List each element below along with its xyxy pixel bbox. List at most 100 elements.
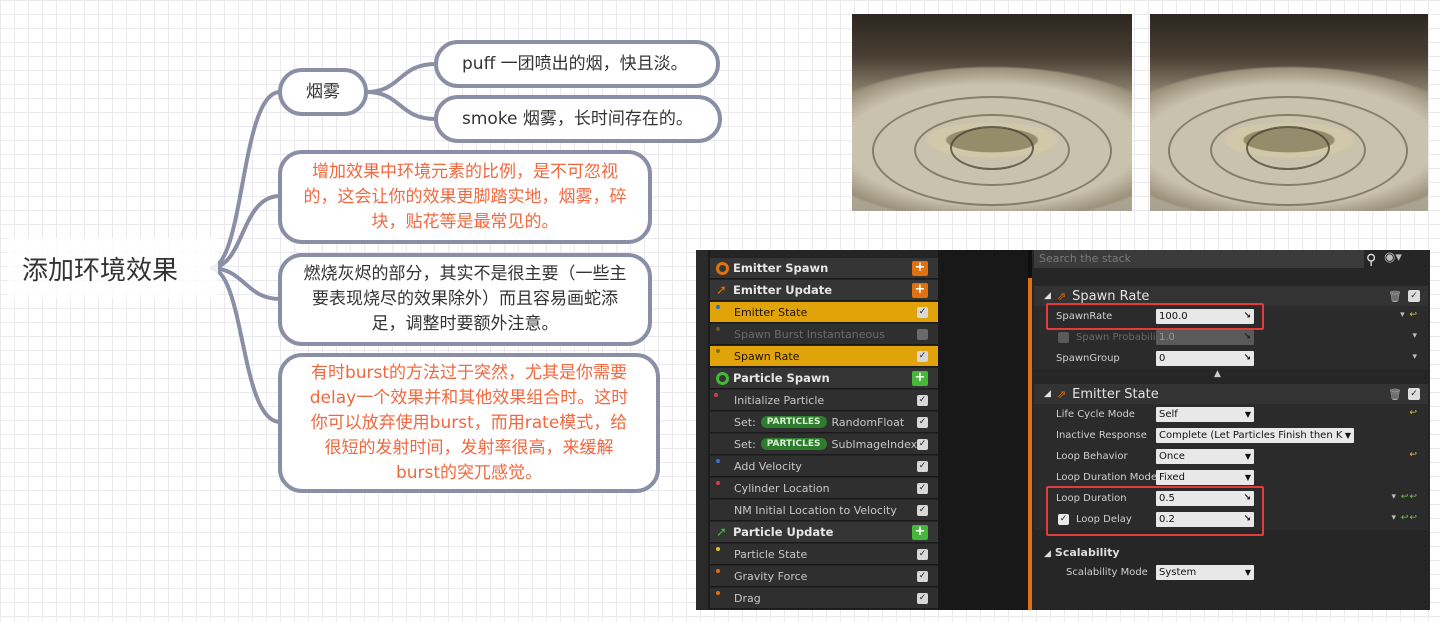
reset-controls-icon[interactable]: ▾ ↩ <box>1400 310 1418 320</box>
reset-controls-icon[interactable]: ▾ ↩↩ <box>1391 492 1418 502</box>
emitter-stack: Emitter Spawn + ➚ Emitter Update + Emitt… <box>710 250 938 610</box>
particle-spawn-icon <box>716 371 729 385</box>
note-embers[interactable]: 燃烧灰烬的部分，其实不是很主要（一些主要表现烧尽的效果除外）而且容易画蛇添足，调… <box>278 253 652 346</box>
loop-delay-checkbox[interactable]: ✓ <box>1058 514 1069 525</box>
spawn-group-input[interactable]: 0↘ <box>1156 351 1254 366</box>
reset-icon[interactable]: ↩ <box>1409 450 1418 460</box>
scalability-mode-select[interactable]: System▼ <box>1156 565 1254 580</box>
dropdown-icon[interactable]: ▾ <box>1412 331 1418 341</box>
topic-puff[interactable]: puff 一团喷出的烟，快且淡。 <box>434 40 720 88</box>
stack-item-spawn-burst[interactable]: Spawn Burst Instantaneous <box>710 324 938 345</box>
param-loop-duration: Loop Duration 0.5↘ ▾ ↩↩ <box>1034 488 1428 509</box>
enable-checkbox[interactable]: ✓ <box>917 549 928 560</box>
link-arrow-icon[interactable]: ↘ <box>1243 353 1251 363</box>
selection-accent-bar <box>1028 278 1032 610</box>
mindmap-root-topic[interactable]: 添加环境效果 <box>8 238 218 298</box>
enable-checkbox[interactable]: ✓ <box>917 461 928 472</box>
note-burst-vs-rate[interactable]: 有时burst的方法过于突然，尤其是你需要delay一个效果并和其他效果组合时。… <box>278 353 660 493</box>
module-color-icon <box>716 591 720 595</box>
section-scalability[interactable]: ◢Scalability <box>1044 546 1120 559</box>
enable-checkbox[interactable]: ✓ <box>917 483 928 494</box>
reset-controls-icon[interactable]: ▾ ↩↩ <box>1391 513 1418 523</box>
graph-pane <box>938 250 1028 610</box>
section-spawn-rate[interactable]: ◢ ⇗ Spawn Rate 🗑 ✓ <box>1034 286 1428 306</box>
highlight-loop-settings <box>1046 486 1264 536</box>
param-life-cycle-mode: Life Cycle Mode Self▼ ↩ <box>1034 404 1428 425</box>
stack-group-particle-update[interactable]: ➚ Particle Update + <box>710 522 938 543</box>
screenshot-ground-puff <box>852 14 1132 211</box>
parameter-name: RandomFloat <box>831 415 905 429</box>
life-cycle-mode-select[interactable]: Self▼ <box>1156 407 1254 422</box>
section-collapse-bar[interactable]: ▲ <box>1034 369 1428 381</box>
add-module-button[interactable]: + <box>912 371 928 386</box>
module-color-icon <box>716 327 720 331</box>
inactive-response-select[interactable]: Complete (Let Particles Finish then K▼ <box>1156 428 1354 443</box>
stack-item-particle-state[interactable]: Particle State ✓ <box>710 544 938 565</box>
stack-item-gravity-force[interactable]: Gravity Force ✓ <box>710 566 938 587</box>
stack-item-add-velocity[interactable]: Add Velocity ✓ <box>710 456 938 477</box>
enable-checkbox[interactable]: ✓ <box>917 439 928 450</box>
link-arrow-icon[interactable]: ↘ <box>1243 311 1251 321</box>
topic-smoke-persistent[interactable]: smoke 烟雾，长时间存在的。 <box>434 95 722 143</box>
add-module-button[interactable]: + <box>912 283 928 298</box>
spawn-probability-input[interactable]: 1.0↘ <box>1156 330 1254 345</box>
trash-icon[interactable]: 🗑 <box>1388 289 1402 303</box>
stack-item-nm-initial-location[interactable]: NM Initial Location to Velocity ✓ <box>710 500 938 521</box>
spawn-rate-input[interactable]: 100.0↘ <box>1156 309 1254 324</box>
add-module-button[interactable]: + <box>912 261 928 276</box>
loop-duration-input[interactable]: 0.5↘ <box>1156 491 1254 506</box>
stack-item-cylinder-location[interactable]: Cylinder Location ✓ <box>710 478 938 499</box>
section-emitter-state[interactable]: ◢ ⇗ Emitter State 🗑 ✓ <box>1034 384 1428 404</box>
enable-checkbox[interactable]: ✓ <box>1408 290 1420 302</box>
collapse-arrow-icon[interactable]: ◢ <box>1044 549 1051 559</box>
loop-behavior-select[interactable]: Once▼ <box>1156 449 1254 464</box>
selection-details-panel: Search the stack ⚲ ◉▾ ◢ ⇗ Spawn Rate 🗑 ✓… <box>1032 250 1430 610</box>
note-environment-ratio[interactable]: 增加效果中环境元素的比例，是不可忽视的，这会让你的效果更脚踏实地，烟雾，碎块，贴… <box>278 150 652 244</box>
mindmap-connectors <box>209 62 437 424</box>
stack-group-particle-spawn[interactable]: Particle Spawn + <box>710 368 938 389</box>
dropdown-icon[interactable]: ▾ <box>1412 352 1418 362</box>
enable-checkbox[interactable]: ✓ <box>917 571 928 582</box>
section-title: Spawn Rate <box>1072 288 1150 304</box>
enable-checkbox[interactable] <box>917 329 928 340</box>
topic-smoke[interactable]: 烟雾 <box>278 68 368 116</box>
link-arrow-icon[interactable]: ↘ <box>1243 332 1251 342</box>
loop-delay-input[interactable]: 0.2↘ <box>1156 512 1254 527</box>
stack-item-initialize-particle[interactable]: Initialize Particle ✓ <box>710 390 938 411</box>
link-arrow-icon[interactable]: ↘ <box>1243 493 1251 503</box>
link-arrow-icon[interactable]: ↘ <box>1243 514 1251 524</box>
search-icon[interactable]: ⚲ <box>1366 252 1377 268</box>
stack-item-set-subimageindex[interactable]: Set: PARTICLES SubImageIndex ✓ <box>710 434 938 455</box>
stack-item-emitter-state[interactable]: Emitter State ✓ <box>710 302 938 323</box>
collapse-arrow-icon[interactable]: ◢ <box>1044 291 1051 301</box>
module-color-icon <box>716 547 720 551</box>
enable-checkbox[interactable]: ✓ <box>917 505 928 516</box>
param-inactive-response: Inactive Response Complete (Let Particle… <box>1034 425 1428 446</box>
enable-checkbox[interactable]: ✓ <box>917 351 928 362</box>
stack-item-drag[interactable]: Drag ✓ <box>710 588 938 609</box>
param-spawn-probability: Spawn Probabili 1.0↘ ▾ <box>1034 327 1428 348</box>
collapse-up-icon[interactable]: ▲ <box>1214 369 1221 379</box>
enable-checkbox[interactable]: ✓ <box>917 417 928 428</box>
enable-checkbox[interactable]: ✓ <box>917 395 928 406</box>
enable-checkbox[interactable]: ✓ <box>917 593 928 604</box>
enable-checkbox[interactable]: ✓ <box>917 307 928 318</box>
stack-group-emitter-update[interactable]: ➚ Emitter Update + <box>710 280 938 301</box>
collapse-arrow-icon[interactable]: ◢ <box>1044 389 1051 399</box>
stack-item-set-randomfloat[interactable]: Set: PARTICLES RandomFloat ✓ <box>710 412 938 433</box>
eye-visibility-icon[interactable]: ◉▾ <box>1384 250 1402 265</box>
module-color-icon <box>716 481 720 485</box>
trash-icon[interactable]: 🗑 <box>1388 387 1402 401</box>
stack-group-emitter-spawn[interactable]: Emitter Spawn + <box>710 258 938 279</box>
reset-icon[interactable]: ↩ <box>1409 408 1418 418</box>
stack-item-spawn-rate[interactable]: Spawn Rate ✓ <box>710 346 938 367</box>
override-checkbox[interactable] <box>1058 332 1069 343</box>
emitter-state-icon: ⇗ <box>1056 387 1067 401</box>
module-color-icon <box>716 305 720 309</box>
enable-checkbox[interactable]: ✓ <box>1408 388 1420 400</box>
stack-search-input[interactable]: Search the stack <box>1034 250 1364 268</box>
connector-root-note2 <box>209 266 281 301</box>
loop-duration-mode-select[interactable]: Fixed▼ <box>1156 470 1254 485</box>
add-module-button[interactable]: + <box>912 525 928 540</box>
dropdown-caret-icon: ▼ <box>1244 452 1251 461</box>
